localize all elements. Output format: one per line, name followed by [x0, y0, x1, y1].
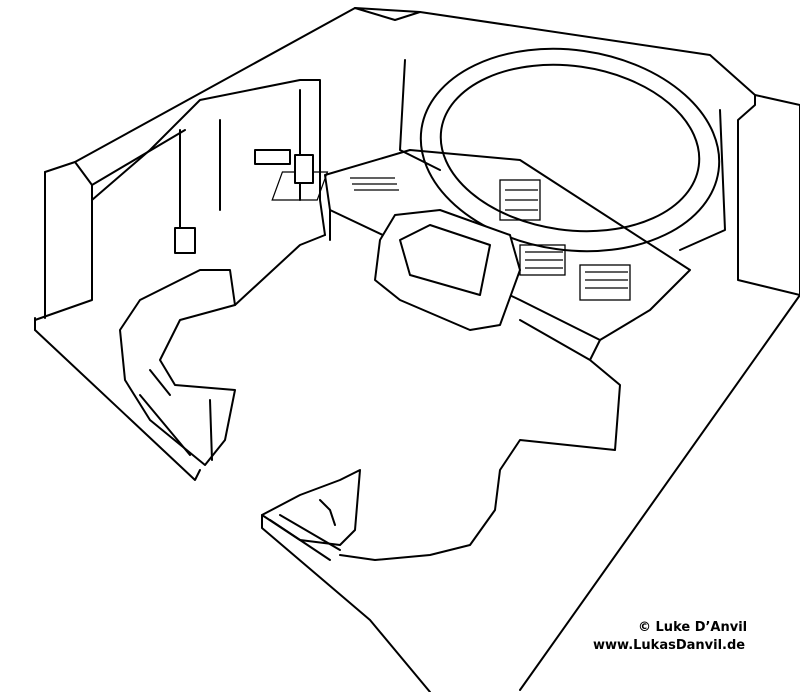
- left-alcove: [91, 79, 326, 236]
- viewscreen-inner: [439, 63, 701, 233]
- left-display-2: [294, 154, 314, 184]
- front-station-detail: [269, 499, 341, 561]
- website-text: www.LukasDanvil.de: [593, 638, 746, 653]
- viewscreen-outer: [419, 47, 721, 253]
- copyright-text: © Luke D’Anvil: [638, 620, 748, 635]
- front-station: [261, 469, 361, 546]
- console-grilles: [271, 171, 631, 301]
- back-wall-top: [354, 7, 800, 106]
- viewscreen-frame: [399, 59, 726, 251]
- right-wall: [519, 94, 800, 691]
- left-console: [119, 269, 236, 466]
- left-console-inner: [139, 369, 213, 461]
- floor-outline: [234, 209, 621, 561]
- left-wall: [34, 161, 201, 481]
- ops-screen: [399, 224, 491, 296]
- left-display-1: [174, 227, 196, 254]
- left-display-3: [254, 149, 291, 165]
- front-base: [34, 317, 431, 692]
